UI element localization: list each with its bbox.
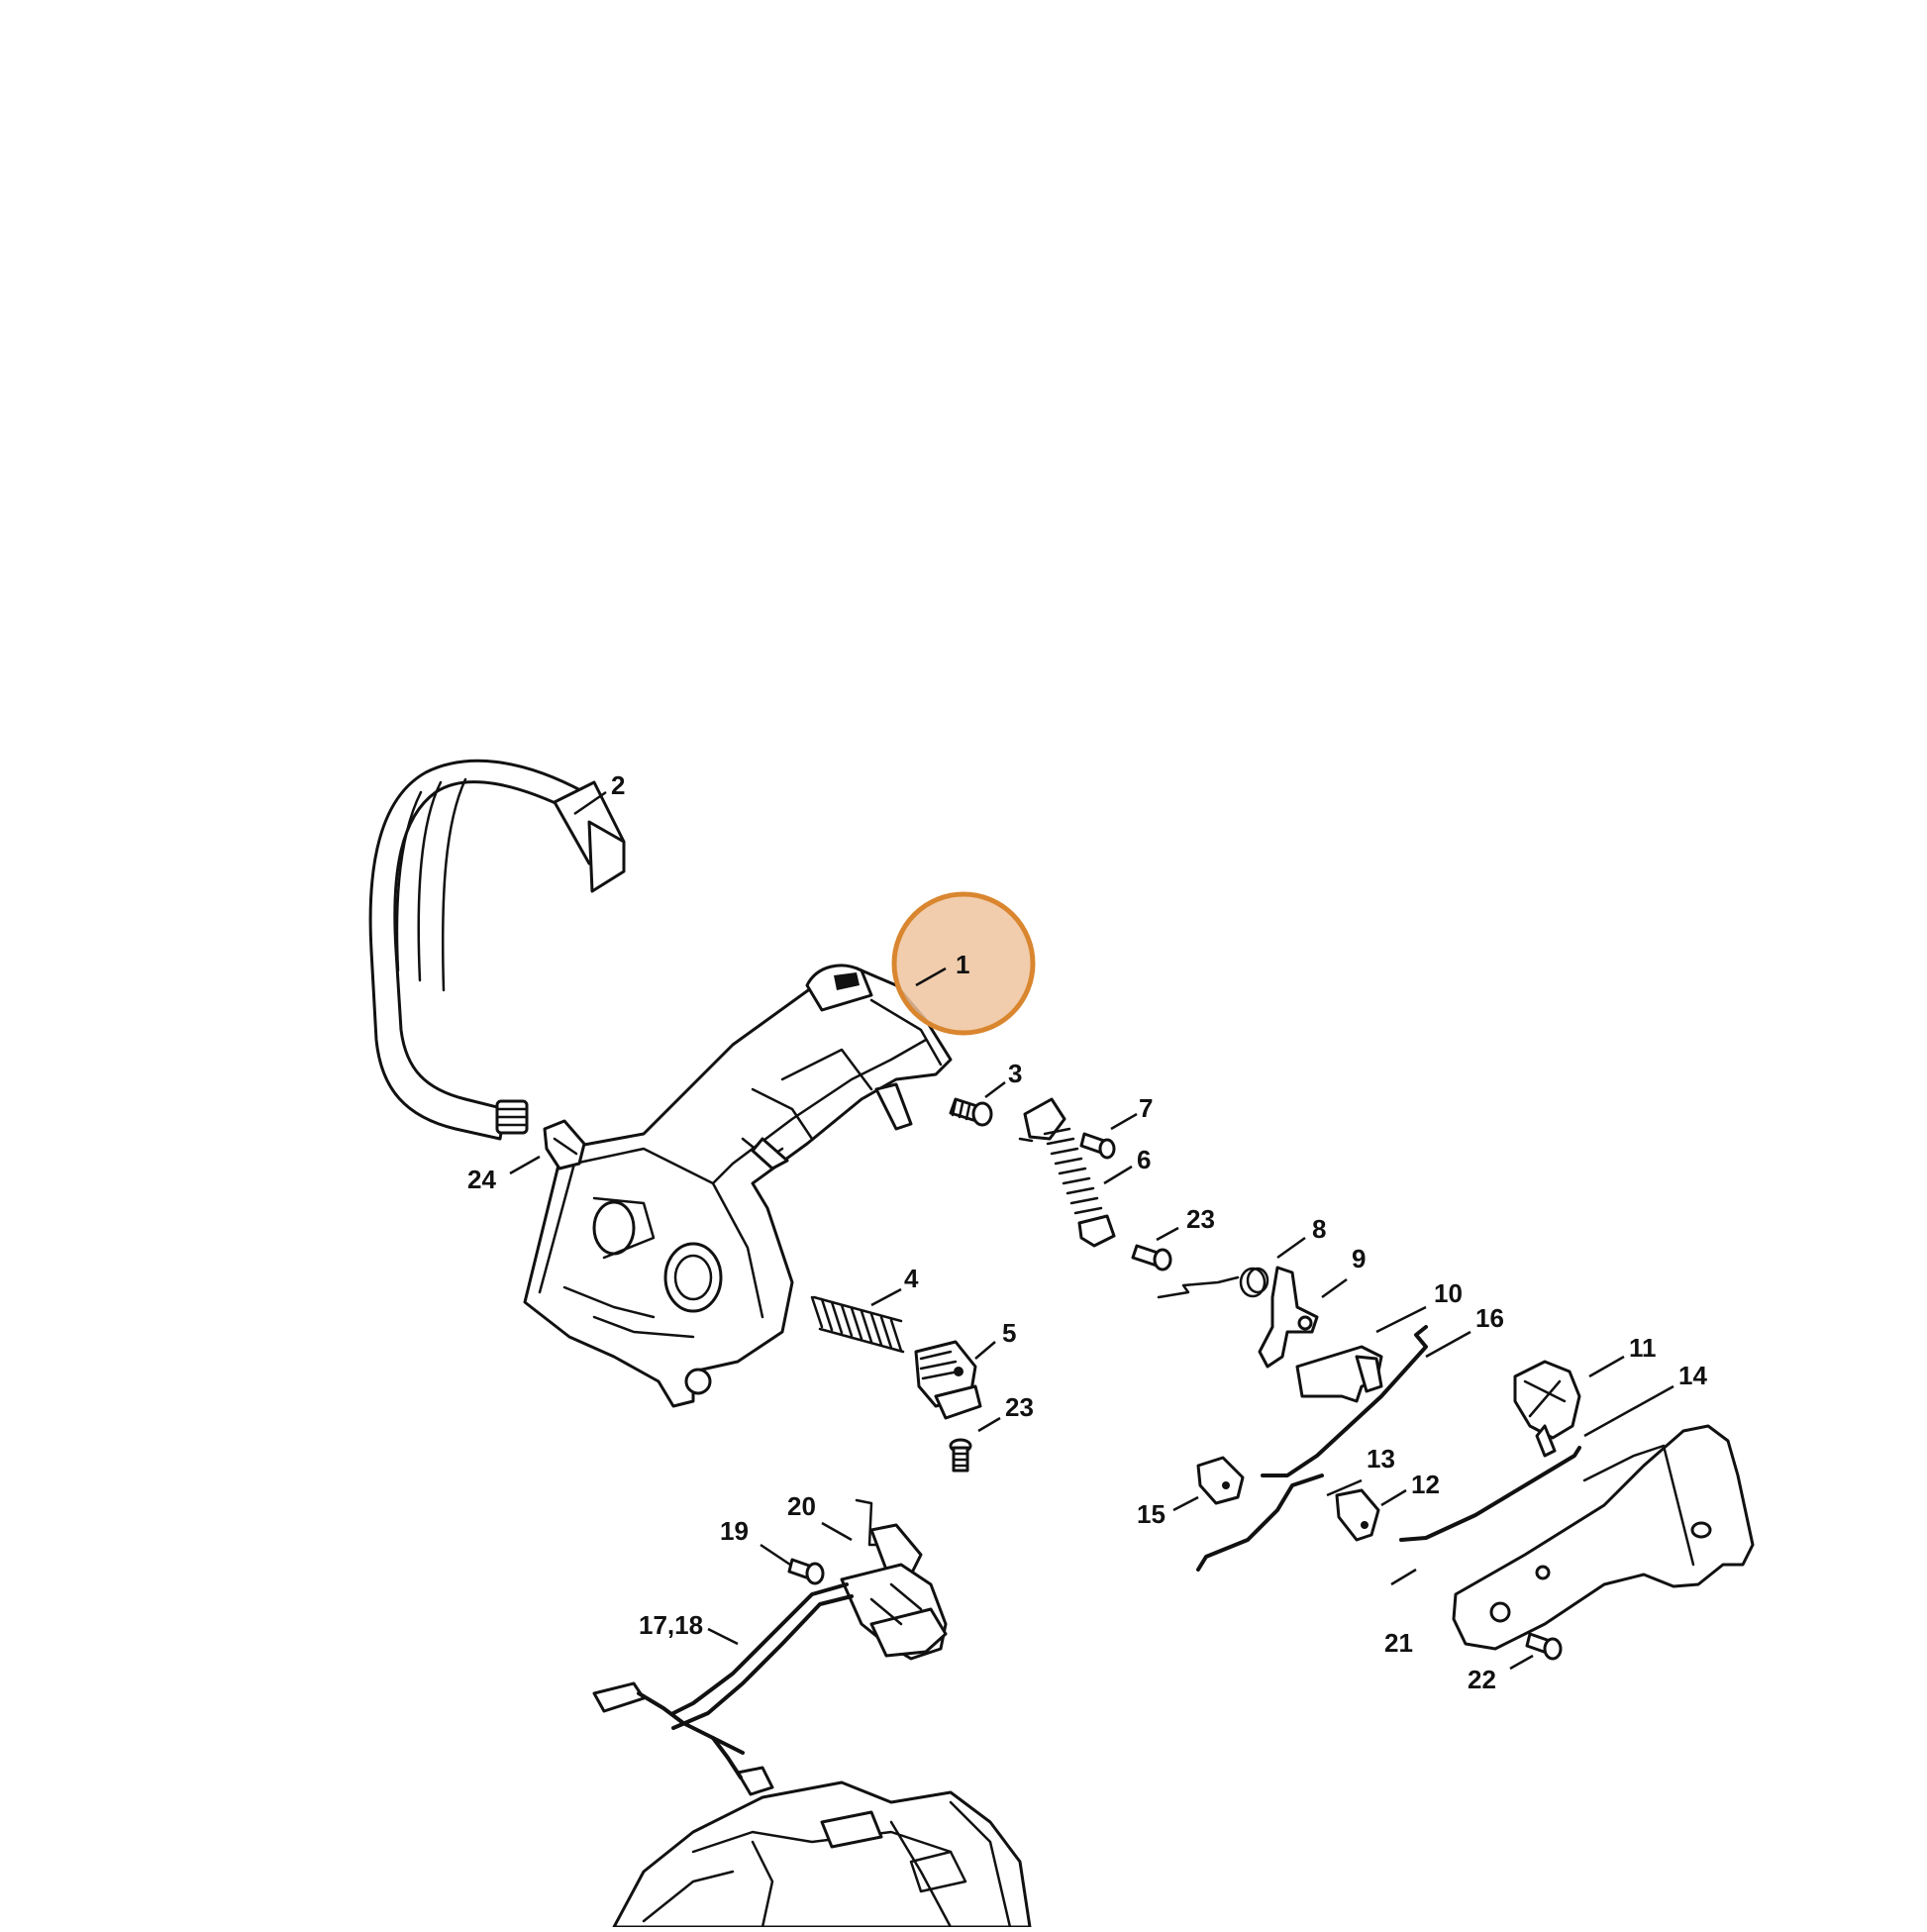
callout-9[interactable]: 9 — [1352, 1244, 1366, 1273]
callout-7[interactable]: 7 — [1139, 1093, 1153, 1123]
callout-5[interactable]: 5 — [1002, 1318, 1016, 1348]
callout-4[interactable]: 4 — [904, 1264, 919, 1293]
part-13-rod[interactable] — [1196, 1474, 1324, 1572]
callout-labels: 1 2 3 4 5 6 7 8 9 10 11 12 13 14 15 16 1… — [467, 770, 1707, 1694]
part-engine-housing — [612, 1780, 1032, 1929]
callout-6[interactable]: 6 — [1137, 1145, 1151, 1174]
part-front-handlebar[interactable] — [368, 759, 626, 1141]
callout-21[interactable]: 21 — [1384, 1628, 1413, 1658]
leader-lines — [509, 790, 1674, 1671]
part-20-bracket[interactable] — [855, 1498, 923, 1576]
part-5-bushing[interactable] — [914, 1340, 982, 1420]
callout-3[interactable]: 3 — [1008, 1059, 1022, 1088]
part-21-handle-cover[interactable] — [1452, 1424, 1755, 1651]
callout-20[interactable]: 20 — [787, 1491, 816, 1521]
part-23-screw-upper[interactable] — [1131, 1244, 1172, 1271]
callout-16[interactable]: 16 — [1475, 1303, 1504, 1333]
part-22-screw[interactable] — [1525, 1632, 1563, 1661]
part-3-screw[interactable] — [949, 1097, 993, 1127]
part-11-switch-shaft[interactable] — [1513, 1360, 1581, 1458]
callout-19[interactable]: 19 — [720, 1516, 749, 1546]
part-6-spring[interactable] — [1018, 1097, 1116, 1248]
callout-10[interactable]: 10 — [1434, 1278, 1463, 1308]
callout-2[interactable]: 2 — [611, 770, 625, 800]
part-4-spring[interactable] — [810, 1295, 905, 1354]
part-12-block[interactable] — [1335, 1488, 1380, 1542]
part-rear-handle-housing[interactable] — [523, 964, 953, 1408]
part-8-spring[interactable] — [1157, 1267, 1269, 1299]
part-16-rod[interactable] — [1261, 1325, 1428, 1477]
callout-1[interactable]: 1 — [956, 950, 969, 979]
part-24-clip[interactable] — [543, 1119, 586, 1170]
callout-23-lower[interactable]: 23 — [1005, 1392, 1034, 1422]
part-23-screw-lower[interactable] — [949, 1438, 972, 1473]
callout-11[interactable]: 11 — [1629, 1333, 1657, 1363]
part-15-block[interactable] — [1196, 1456, 1245, 1505]
callout-24[interactable]: 24 — [467, 1165, 496, 1194]
callout-8[interactable]: 8 — [1312, 1214, 1326, 1244]
part-10-trigger[interactable] — [1295, 1345, 1383, 1403]
selected-part-highlight[interactable] — [891, 891, 1036, 1036]
callout-23-upper[interactable]: 23 — [1186, 1204, 1215, 1234]
callout-14[interactable]: 14 — [1678, 1361, 1707, 1390]
callout-17-18[interactable]: 17,18 — [639, 1610, 703, 1640]
part-7-screw[interactable] — [1079, 1132, 1116, 1160]
part-9-lever[interactable] — [1258, 1266, 1319, 1369]
callout-22[interactable]: 22 — [1468, 1665, 1496, 1694]
part-14-rod[interactable] — [1399, 1446, 1581, 1542]
part-19-screw[interactable] — [787, 1558, 825, 1585]
part-17-18-wire-harness[interactable] — [592, 1563, 948, 1796]
callout-13[interactable]: 13 — [1367, 1444, 1395, 1474]
callout-15[interactable]: 15 — [1137, 1499, 1166, 1529]
callout-12[interactable]: 12 — [1411, 1470, 1440, 1499]
